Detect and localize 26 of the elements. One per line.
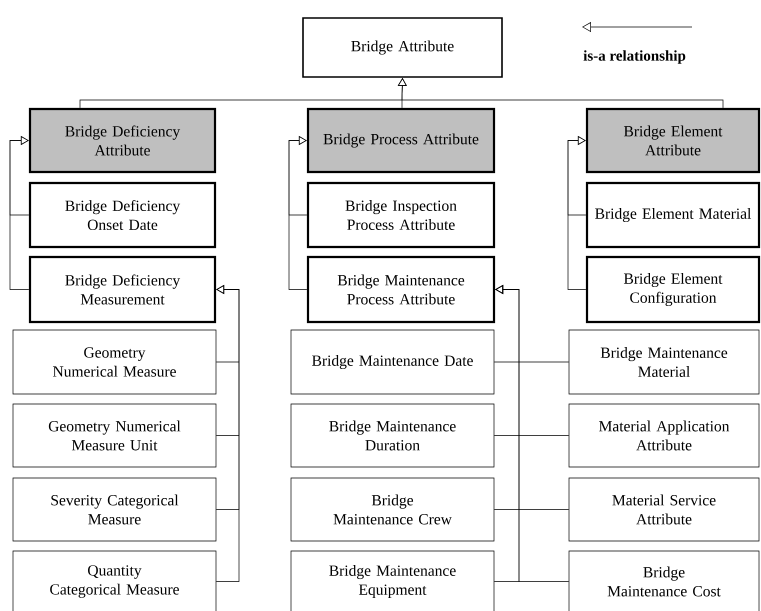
category-box: Bridge Deficiency Attribute — [28, 108, 216, 174]
category-box: Bridge Element Attribute — [586, 108, 760, 174]
attribute-box: Quantity Categorical Measure — [12, 550, 216, 611]
isa-arrow — [288, 136, 308, 290]
attribute-box: Bridge Deficiency Onset Date — [28, 182, 216, 248]
attribute-box: Bridge Inspection Process Attribute — [306, 182, 496, 248]
attribute-box: Bridge Maintenance Material — [568, 330, 760, 394]
attribute-box: Bridge Maintenance Cost — [568, 550, 760, 611]
isa-arrow — [10, 136, 30, 290]
attribute-box: Bridge Attribute — [302, 17, 503, 78]
attribute-box: Bridge Maintenance Crew — [290, 478, 494, 542]
attribute-box: Bridge Element Material — [586, 182, 760, 248]
attribute-box: Material Application Attribute — [568, 404, 760, 468]
isa-arrow — [568, 136, 586, 290]
legend-label: is-a relationship — [584, 50, 686, 64]
attribute-box: Geometry Numerical Measure — [12, 330, 216, 394]
attribute-box: Bridge Maintenance Process Attribute — [306, 256, 496, 324]
attribute-box: Bridge Maintenance Date — [290, 330, 494, 394]
attribute-box: Bridge Maintenance Equipment — [290, 550, 494, 611]
attribute-box: Bridge Element Configuration — [586, 256, 760, 324]
category-box: Bridge Process Attribute — [306, 108, 496, 174]
attribute-box: Geometry Numerical Measure Unit — [12, 404, 216, 468]
attribute-box: Bridge Deficiency Measurement — [28, 256, 216, 324]
attribute-box: Severity Categorical Measure — [12, 478, 216, 542]
attribute-box: Bridge Maintenance Duration — [290, 404, 494, 468]
attribute-box: Material Service Attribute — [568, 478, 760, 542]
